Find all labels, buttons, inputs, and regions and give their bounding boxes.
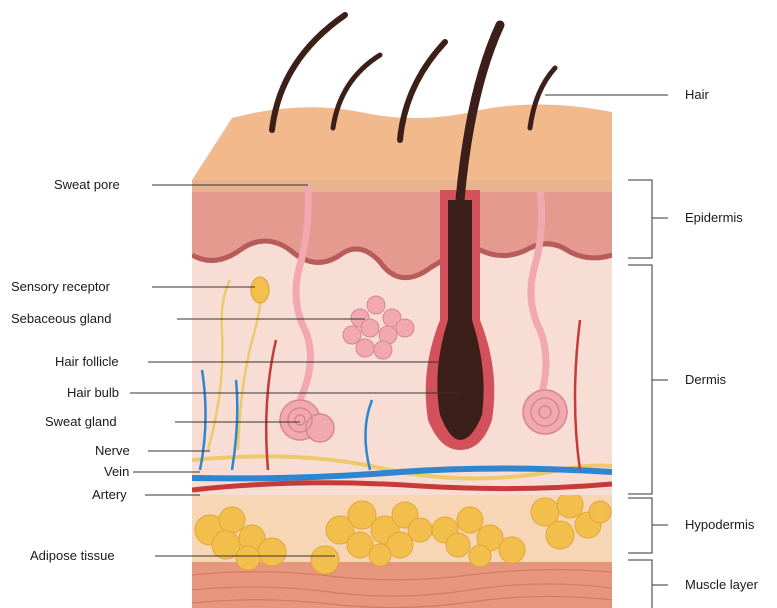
label-nerve: Nerve [95, 443, 130, 459]
label-sweat-gland: Sweat gland [45, 414, 117, 430]
layer-brackets [628, 180, 668, 608]
label-sensory-receptor: Sensory receptor [11, 279, 110, 295]
label-muscle-layer: Muscle layer [685, 577, 758, 593]
label-hair-bulb: Hair bulb [67, 385, 119, 401]
label-hypodermis: Hypodermis [685, 517, 754, 533]
label-hair: Hair [685, 87, 709, 103]
sensory-receptor-shape [251, 277, 269, 303]
label-sebaceous-gland: Sebaceous gland [11, 311, 111, 327]
label-adipose-tissue: Adipose tissue [30, 548, 115, 564]
label-vein: Vein [104, 464, 129, 480]
skin-surface-edge [192, 180, 612, 192]
label-epidermis: Epidermis [685, 210, 743, 226]
label-artery: Artery [92, 487, 127, 503]
label-hair-follicle: Hair follicle [55, 354, 119, 370]
label-dermis: Dermis [685, 372, 726, 388]
label-sweat-pore: Sweat pore [54, 177, 120, 193]
